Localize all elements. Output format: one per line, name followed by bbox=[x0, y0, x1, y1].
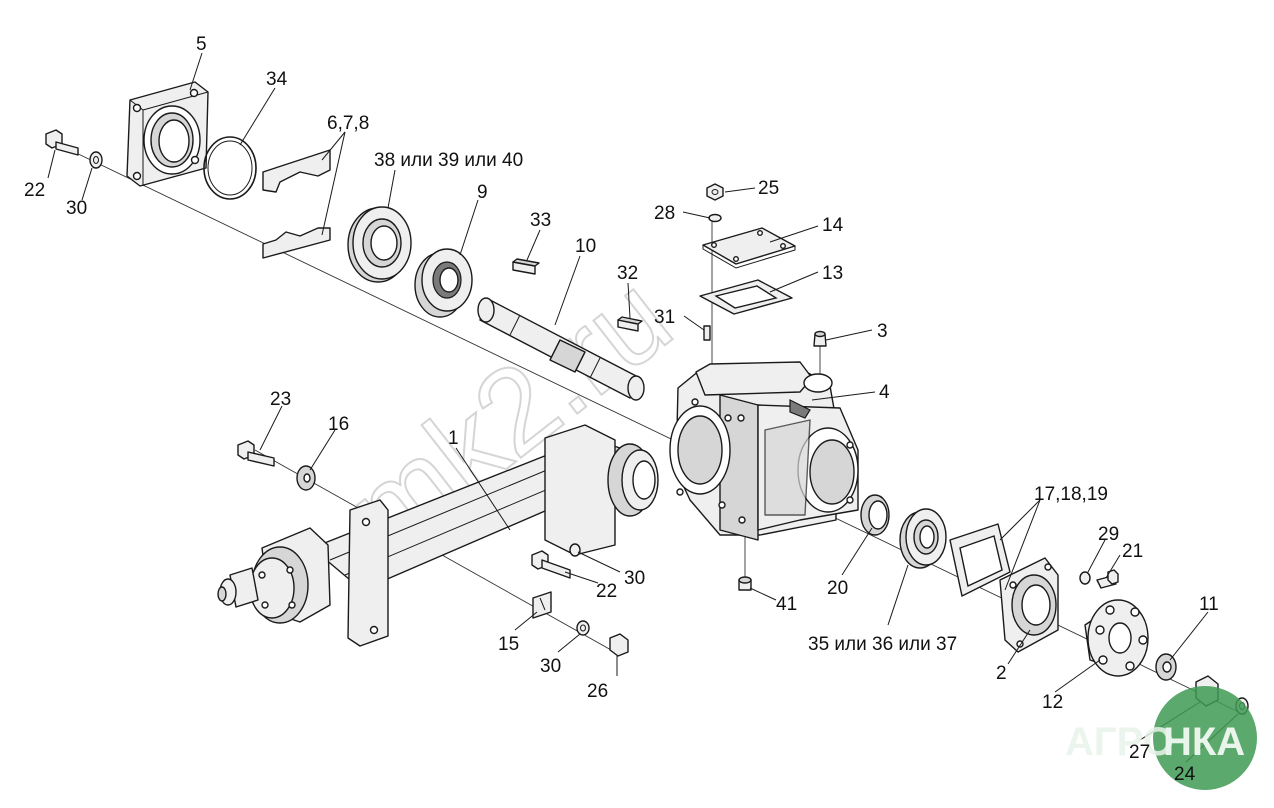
callout-3: 3 bbox=[877, 321, 888, 342]
key-33 bbox=[512, 258, 540, 275]
axle-housing-1 bbox=[217, 424, 659, 647]
callout-13: 13 bbox=[822, 263, 843, 284]
callout-30-mid: 30 bbox=[624, 568, 645, 589]
bolt-21 bbox=[1096, 569, 1119, 589]
callout-9: 9 bbox=[477, 182, 488, 203]
logo-text-left: АГРО bbox=[1065, 720, 1174, 764]
breather-3 bbox=[813, 330, 827, 347]
callout-41: 41 bbox=[776, 594, 797, 615]
callout-1: 1 bbox=[448, 428, 459, 449]
washer-30-top bbox=[89, 151, 103, 169]
callout-33: 33 bbox=[530, 210, 551, 231]
washer-11 bbox=[1155, 653, 1177, 681]
bolt-22-top bbox=[45, 129, 79, 156]
cover-14 bbox=[702, 227, 796, 269]
callout-26: 26 bbox=[587, 681, 608, 702]
leader-lines bbox=[47, 52, 1239, 763]
callout-2: 2 bbox=[996, 663, 1007, 684]
callout-11: 11 bbox=[1199, 594, 1219, 615]
logo-circle bbox=[1153, 686, 1257, 790]
callout-24: 24 bbox=[1174, 764, 1196, 785]
callout-20: 20 bbox=[827, 578, 848, 599]
bolt-22-lower bbox=[531, 550, 571, 579]
callout-27: 27 bbox=[1129, 742, 1150, 763]
shaft-10 bbox=[477, 297, 645, 401]
callout-30-top: 30 bbox=[66, 198, 87, 219]
bolt-23 bbox=[237, 440, 275, 467]
plug-41 bbox=[738, 576, 752, 591]
callout-22-lower: 22 bbox=[596, 581, 617, 602]
callout-38-39-40: 38 или 39 или 40 bbox=[374, 150, 523, 171]
callout-30-low: 30 bbox=[540, 656, 561, 677]
callout-25: 25 bbox=[758, 178, 779, 199]
hub-12 bbox=[1084, 599, 1149, 677]
stud-31 bbox=[703, 325, 711, 341]
washer-30-low bbox=[576, 620, 590, 636]
washer-29 bbox=[1079, 571, 1091, 585]
callout-31: 31 bbox=[654, 307, 675, 328]
lockplate-15 bbox=[532, 591, 552, 619]
nut-26 bbox=[609, 633, 629, 657]
agronka-logo: АГРО НКА bbox=[1065, 686, 1257, 790]
gasket-13 bbox=[699, 279, 793, 315]
bearing-38 bbox=[347, 206, 412, 283]
callout-23: 23 bbox=[270, 389, 291, 410]
shims-6-7-8 bbox=[262, 149, 331, 259]
callout-10: 10 bbox=[575, 236, 596, 257]
callout-34: 34 bbox=[266, 69, 288, 90]
washer-16 bbox=[296, 465, 316, 491]
key-32 bbox=[617, 316, 643, 332]
callout-28: 28 bbox=[654, 203, 675, 224]
callout-12: 12 bbox=[1042, 692, 1063, 713]
gaskets-17-18-19 bbox=[949, 523, 1011, 597]
nut-25 bbox=[706, 183, 724, 201]
seal-9 bbox=[414, 248, 473, 318]
callout-21: 21 bbox=[1122, 541, 1143, 562]
washer-30-mid bbox=[569, 543, 581, 557]
callout-29: 29 bbox=[1098, 524, 1119, 545]
callout-16: 16 bbox=[328, 414, 349, 435]
ring-20 bbox=[860, 494, 890, 536]
bearing-35 bbox=[899, 508, 947, 569]
callout-17-18-19: 17,18,19 bbox=[1034, 484, 1108, 505]
callout-4: 4 bbox=[879, 382, 890, 403]
callout-14: 14 bbox=[822, 215, 844, 236]
callout-35-36-37: 35 или 36 или 37 bbox=[808, 634, 957, 655]
assembly-axes bbox=[69, 149, 1246, 716]
callout-22-top: 22 bbox=[24, 180, 45, 201]
callout-32: 32 bbox=[617, 263, 638, 284]
washer-28 bbox=[708, 213, 722, 223]
housing-4 bbox=[669, 361, 859, 541]
cover-2 bbox=[999, 557, 1059, 653]
callout-5: 5 bbox=[196, 34, 207, 55]
callout-labels: 5 34 6,7,8 38 или 39 или 40 22 30 9 33 1… bbox=[24, 34, 1219, 785]
logo-text-right: НКА bbox=[1163, 720, 1245, 764]
flange-5 bbox=[126, 81, 209, 187]
callout-6-7-8: 6,7,8 bbox=[327, 113, 369, 134]
oring-34 bbox=[203, 136, 257, 200]
callout-15: 15 bbox=[498, 634, 519, 655]
